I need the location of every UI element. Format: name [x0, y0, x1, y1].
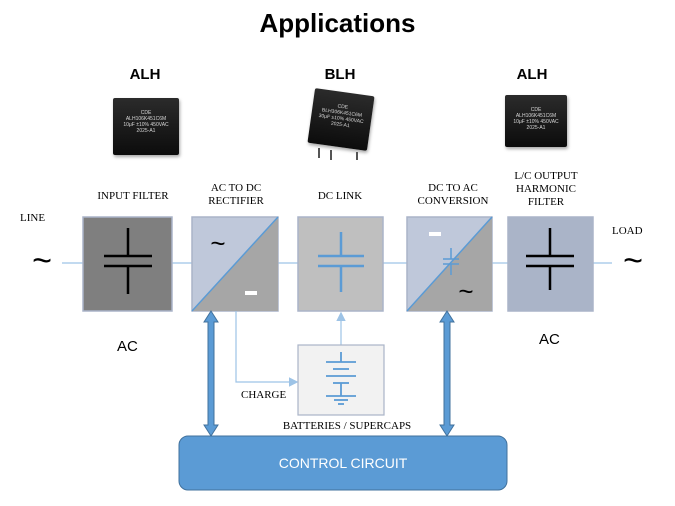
page-title: Applications — [259, 8, 416, 38]
control-circuit-box — [178, 435, 508, 491]
charge-label: CHARGE — [241, 389, 287, 401]
batteries-label: BATTERIES / SUPERCAPS — [282, 420, 412, 432]
stage-label-line: RECTIFIER — [208, 195, 264, 207]
stage-label-line: FILTER — [527, 196, 565, 208]
marking-line: 2025-A1 — [526, 125, 546, 131]
capacitor-symbol-icon — [318, 232, 364, 292]
marking-line: 2025-A1 — [136, 128, 156, 134]
control-circuit-label: CONTROL CIRCUIT — [278, 455, 408, 471]
marking-line: 10μF ±10% 450VAC — [513, 119, 559, 125]
product-label-alh-left: ALH — [129, 66, 161, 83]
small-capacitor-icon — [443, 248, 459, 275]
marking-line: ALH106K451C6M — [515, 113, 557, 119]
ac-label-input: AC — [117, 338, 138, 355]
stage-label-line: CONVERSION — [417, 195, 489, 207]
product-label-alh-right: ALH — [516, 66, 548, 83]
dc-minus-icon — [245, 291, 257, 295]
control-arrow-left — [203, 310, 219, 437]
stage-label-line: DC TO AC — [428, 182, 478, 194]
capacitor-pin — [356, 152, 358, 160]
stage-label-rectifier: AC TO DC RECTIFIER — [186, 182, 286, 208]
ac-load-tilde-icon: ~ — [623, 242, 643, 280]
dc-minus-icon — [429, 232, 441, 236]
stage-label-line: AC TO DC — [210, 182, 262, 194]
product-label-blh: BLH — [324, 66, 356, 83]
capacitor-pin — [330, 150, 332, 160]
marking-line: CDE — [530, 107, 542, 113]
capacitor-image-alh-left: CDE ALH106K451C6M 10μF ±10% 450VAC 2025-… — [113, 98, 179, 155]
capacitor-symbol-icon — [526, 228, 574, 290]
stage-label-dc-link: DC LINK — [317, 190, 363, 202]
line-label: LINE — [20, 212, 46, 224]
stage-label-line: HARMONIC — [516, 183, 576, 195]
ac-tilde-icon: ~ — [458, 276, 473, 306]
marking-line: CDE — [140, 110, 152, 116]
ac-label-output: AC — [539, 331, 560, 348]
capacitor-image-alh-right: CDE ALH106K451C6M 10μF ±10% 450VAC 2025-… — [505, 95, 567, 147]
stage-label-input-filter: INPUT FILTER — [97, 190, 169, 202]
marking-line: 10μF ±10% 450VAC — [123, 122, 169, 128]
rectifier-diagonal — [191, 216, 279, 312]
control-arrow-right — [439, 310, 455, 437]
stage-label-line: L/C OUTPUT — [514, 170, 578, 182]
load-label: LOAD — [612, 225, 643, 237]
stage-label-output-filter: L/C OUTPUT HARMONIC FILTER — [496, 170, 596, 209]
ac-source-tilde-icon: ~ — [32, 242, 52, 280]
dc-link-box — [297, 216, 384, 312]
capacitor-symbol-icon — [104, 228, 152, 294]
ac-tilde-icon: ~ — [210, 228, 225, 258]
marking-line: ALH106K451C6M — [125, 116, 167, 122]
stage-label-conversion: DC TO AC CONVERSION — [398, 182, 508, 208]
battery-symbol-icon — [326, 352, 356, 405]
capacitor-pin — [318, 148, 320, 158]
charge-arrow — [235, 311, 299, 387]
